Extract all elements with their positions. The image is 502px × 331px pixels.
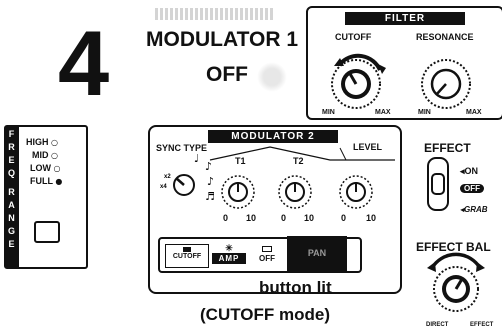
level-label: LEVEL	[353, 142, 383, 152]
effect-bal-label: EFFECT BAL	[416, 240, 491, 254]
t2-scale-min: 0	[281, 213, 287, 223]
freq-range-panel	[4, 125, 88, 269]
modulator1-state: OFF	[206, 63, 248, 86]
level-scale-min: 0	[341, 213, 347, 223]
cutoff-min-label: MIN	[322, 109, 335, 116]
level-scale-max: 10	[366, 213, 377, 223]
cutoff-led-icon	[183, 247, 191, 252]
faint-header-scribble	[155, 8, 275, 20]
t2-label: T2	[293, 156, 304, 166]
effect-bal-effect-label: EFFECT	[470, 322, 494, 328]
effect-on-label: ◂ON	[460, 166, 479, 176]
filter-title: FILTER	[345, 12, 465, 25]
caption-line2: (CUTOFF mode)	[200, 305, 331, 324]
freq-item-full: FULL ●	[30, 176, 63, 186]
t1-knob[interactable]	[221, 175, 255, 209]
cutoff-knob[interactable]	[331, 53, 386, 109]
freq-range-vertical-title: F R E Q R A N G E	[7, 129, 15, 249]
level-pointer	[339, 147, 347, 161]
t1-scale-max: 10	[246, 213, 257, 223]
effect-switch[interactable]	[427, 157, 449, 211]
amp-led-icon: ✳	[225, 243, 233, 253]
off-led-icon	[262, 246, 272, 252]
freq-range-button[interactable]	[34, 221, 60, 243]
t1-scale-min: 0	[223, 213, 229, 223]
note-icon-1: ♩	[194, 152, 199, 165]
effect-off-label: OFF	[460, 184, 484, 193]
modulator1-led-icon	[257, 62, 287, 92]
effect-bal-knob[interactable]	[427, 252, 485, 312]
sync-type-knob[interactable]: x2 x4 ♩ ♪ ♪ ♬	[160, 152, 215, 203]
freq-range-list: HIGH ○ MID ○ LOW ○ FULL ●	[26, 136, 62, 188]
modulator2-title: MODULATOR 2	[208, 130, 338, 143]
resonance-knob[interactable]	[421, 59, 471, 109]
note-icon-4: ♬	[205, 190, 215, 203]
t1-label: T1	[235, 156, 246, 166]
cutoff-max-label: MAX	[375, 109, 391, 116]
pan-mode-button[interactable]: PAN	[287, 236, 347, 271]
freq-item-low: LOW ○	[30, 163, 61, 173]
sync-type-label: SYNC TYPE	[156, 143, 208, 153]
effect-label: EFFECT	[424, 141, 471, 155]
caption-line1: button lit	[259, 278, 332, 297]
freq-item-high: HIGH ○	[26, 137, 58, 147]
freq-item-mid: MID ○	[32, 150, 58, 160]
effect-bal-direct-label: DIRECT	[426, 322, 449, 328]
freq-range-side-strip	[6, 127, 19, 267]
level-knob[interactable]	[339, 175, 373, 209]
sync-label-x4: x4	[160, 184, 167, 190]
envelope-curve	[209, 146, 395, 161]
note-icon-3: ♪	[207, 175, 214, 188]
resonance-max-label: MAX	[466, 109, 482, 116]
t2-knob[interactable]	[278, 175, 312, 209]
resonance-label: RESONANCE	[416, 32, 474, 42]
off-mode-button[interactable]: OFF	[254, 244, 280, 266]
step-number: 4	[58, 13, 110, 115]
effect-grab-label: ◂GRAB	[460, 205, 488, 214]
cutoff-mode-button[interactable]: CUTOFF	[165, 244, 209, 268]
effect-switch-knob	[431, 173, 445, 195]
sync-label-x2: x2	[164, 174, 171, 180]
t2-scale-max: 10	[304, 213, 315, 223]
amp-mode-button[interactable]: ✳ AMP	[212, 244, 246, 266]
cutoff-label: CUTOFF	[335, 32, 372, 42]
note-icon-2: ♪	[205, 160, 212, 173]
resonance-min-label: MIN	[418, 109, 431, 116]
modulator1-label: MODULATOR 1	[146, 28, 299, 51]
